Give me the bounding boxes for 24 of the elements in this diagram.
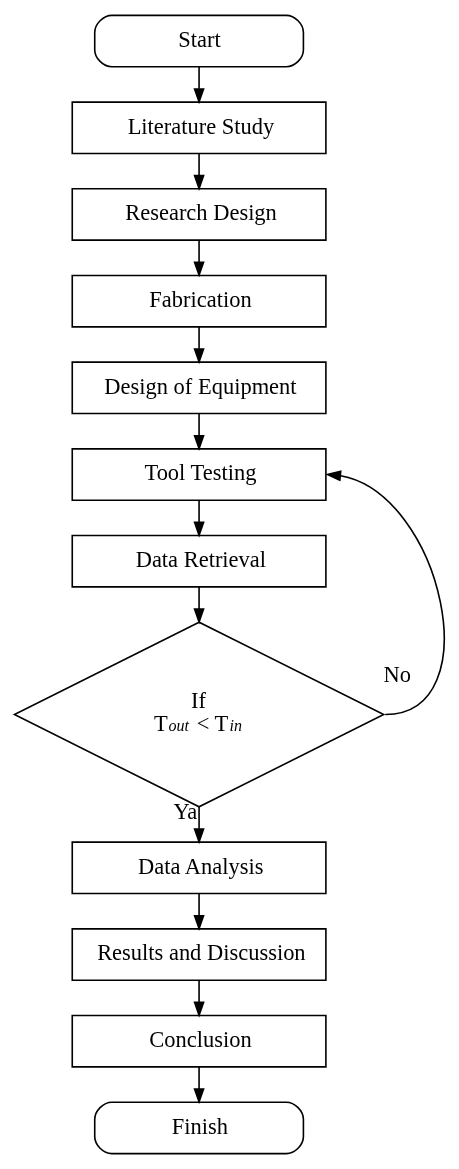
node-box: Data Analysis: [71, 841, 327, 895]
arrow: [193, 979, 205, 1018]
node-box: Fabrication: [71, 274, 327, 328]
node-box: Research Design: [71, 188, 327, 241]
arrow: [193, 1066, 205, 1105]
arrow: [193, 892, 205, 931]
arrow: [193, 806, 205, 845]
node-box: Literature Study: [71, 101, 327, 155]
edge-label: No: [383, 662, 411, 688]
arrow: [193, 152, 205, 191]
node-box: Results and Discussion: [71, 928, 327, 981]
arrow: [193, 239, 205, 278]
arrow: [193, 586, 205, 625]
arrow: [325, 470, 445, 716]
node-box: Start: [93, 14, 305, 68]
node-box: Data Retrieval: [71, 534, 327, 588]
node-box: Finish: [93, 1101, 305, 1155]
node-box: Conclusion: [71, 1014, 327, 1068]
node-box: Tool Testing: [71, 448, 327, 502]
node-box: Design of Equipment: [71, 361, 327, 415]
arrow: [193, 412, 205, 451]
arrow: [193, 499, 205, 538]
arrow: [193, 326, 205, 365]
arrow: [193, 66, 205, 105]
